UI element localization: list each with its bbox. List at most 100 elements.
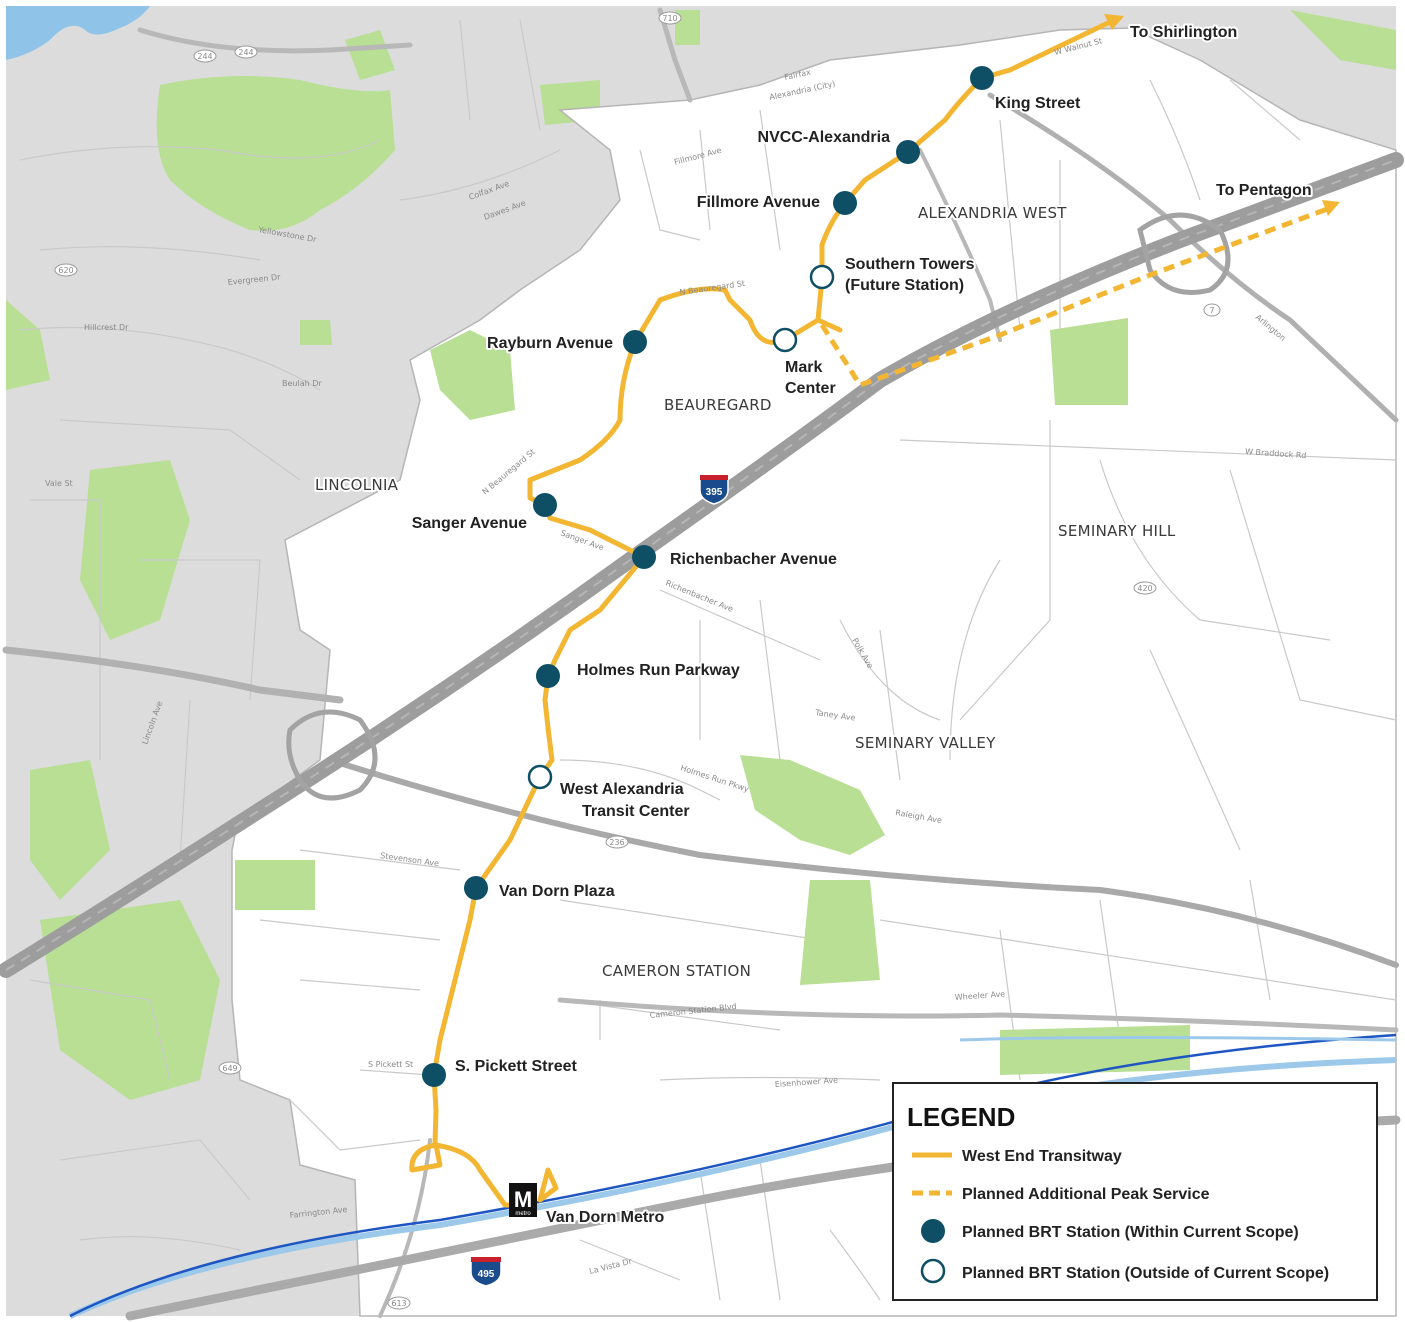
road-line — [137, 27, 413, 54]
station-southern-towers[interactable]: Southern Towers(Future Station) — [809, 254, 977, 296]
station-marker-filled-icon — [623, 330, 647, 354]
route-710-label: 710 — [662, 14, 677, 23]
street-line — [59, 419, 301, 481]
destination-shirlington: To Shirlington — [1130, 24, 1237, 41]
legend-item-label: Planned BRT Station (Within Current Scop… — [962, 1224, 1299, 1241]
route-420-label: 420 — [1137, 584, 1152, 593]
street-line — [759, 599, 781, 761]
lake-water — [6, 6, 150, 60]
station-marker-filled-icon — [533, 493, 557, 517]
area-label-alexandria-west: ALEXANDRIA WEST — [918, 204, 1067, 222]
street-line — [879, 629, 901, 781]
street-line — [1229, 469, 1397, 721]
station-van-dorn-plaza[interactable]: Van Dorn Plaza — [464, 876, 617, 902]
park-area — [40, 900, 220, 1100]
station-richenbacher-avenue[interactable]: Richenbacher Avenue — [632, 545, 839, 570]
route-420-shield: 420 — [1133, 581, 1157, 595]
route-7-shield: 7 — [1203, 303, 1221, 317]
area-label-lincolnia: LINCOLNIA — [315, 476, 399, 494]
arrow-pentagon-icon — [1322, 200, 1340, 216]
station-marker-hollow-icon — [809, 264, 835, 290]
street-line — [299, 979, 421, 991]
street-line — [999, 119, 1021, 331]
street-line — [559, 759, 721, 801]
legend-item-label: Planned Additional Peak Service — [962, 1186, 1210, 1203]
route-236-label: 236 — [609, 838, 624, 847]
street-line — [959, 420, 1051, 721]
legend-hollow-station-icon — [920, 1258, 946, 1284]
peak-service-route — [819, 205, 1331, 389]
park-area — [156, 76, 395, 231]
park-area — [1290, 10, 1396, 70]
legend-title: LEGEND — [907, 1102, 1015, 1132]
street-line — [79, 1236, 241, 1251]
street-line — [1149, 79, 1201, 201]
station-marker-filled-icon — [422, 1063, 446, 1087]
street-line — [29, 979, 171, 1081]
street-label: W Braddock Rd — [1245, 447, 1307, 460]
station-label: King Street — [995, 95, 1081, 112]
road-line — [987, 92, 1399, 423]
park-area — [80, 460, 190, 640]
route-236-road — [327, 757, 1399, 968]
station-king-street[interactable]: King Street — [970, 66, 1083, 114]
street-line — [39, 246, 261, 261]
station-label: Fillmore Avenue — [697, 194, 820, 211]
station-label: Rayburn Avenue — [487, 335, 613, 352]
street-line — [639, 149, 701, 241]
station-fillmore-avenue[interactable]: Fillmore Avenue — [695, 191, 857, 215]
station-label-line2: Center — [785, 380, 836, 397]
i395-centerline — [5, 159, 1397, 971]
park-area — [235, 860, 315, 910]
street-label: Eisenhower Ave — [775, 1076, 839, 1089]
station-label-line2: (Future Station) — [845, 277, 964, 294]
street-label: Beulah Dr — [282, 379, 322, 388]
route-649-label: 649 — [222, 1064, 237, 1073]
station-marker-filled-icon — [536, 664, 560, 688]
park-area — [430, 330, 515, 420]
station-marker-filled-icon — [464, 876, 488, 900]
area-label-seminary-hill: SEMINARY HILL — [1058, 522, 1176, 540]
i495-shield-label: 495 — [478, 1269, 495, 1280]
street-label: S Pickett St — [368, 1060, 413, 1069]
transitway-route — [782, 19, 1113, 343]
street-line — [399, 149, 561, 201]
planned-peak-service — [819, 200, 1340, 389]
route-613-label: 613 — [391, 1299, 406, 1308]
interchange-ramp — [286, 709, 378, 801]
street-line — [1229, 79, 1301, 141]
legend-item-label: Planned BRT Station (Outside of Current … — [962, 1265, 1329, 1282]
station-s-pickett-street[interactable]: S. Pickett Street — [422, 1056, 580, 1087]
legend-item-label: West End Transitway — [962, 1148, 1122, 1165]
road-line — [2, 646, 344, 704]
station-sanger-avenue[interactable]: Sanger Avenue — [410, 493, 557, 534]
transitway-route — [409, 286, 788, 1208]
street-label: Hillcrest Dr — [84, 323, 129, 332]
area-label-cameron-station: CAMERON STATION — [602, 962, 751, 980]
street-line — [359, 1069, 431, 1076]
route-236-shield: 236 — [605, 835, 629, 849]
rail-track — [69, 1033, 1397, 1318]
west-end-transitway — [409, 19, 1113, 1208]
rail-track-light — [68, 1057, 1397, 1319]
station-marker-filled-icon — [632, 545, 656, 569]
station-nvcc-alexandria[interactable]: NVCC-Alexandria — [756, 127, 920, 164]
street-line — [839, 619, 941, 721]
park-area — [300, 320, 332, 345]
van-dorn-metro-station[interactable]: M metro Van Dorn Metro — [509, 1183, 666, 1228]
route-7-label: 7 — [1209, 306, 1214, 315]
park-area — [740, 755, 885, 855]
street-line — [19, 326, 321, 391]
route-710-shield: 710 — [658, 11, 682, 25]
street-line — [289, 1099, 421, 1151]
route-620-label: 620 — [58, 266, 73, 275]
station-rayburn-avenue[interactable]: Rayburn Avenue — [485, 330, 647, 354]
park-area — [6, 300, 50, 390]
rail-track-light — [959, 1036, 1397, 1042]
highway-shields: 395 495 236 7 420 244 244 613 — [54, 11, 1221, 1310]
street-line — [559, 899, 821, 941]
station-holmes-run-parkway[interactable]: Holmes Run Parkway — [536, 660, 742, 688]
